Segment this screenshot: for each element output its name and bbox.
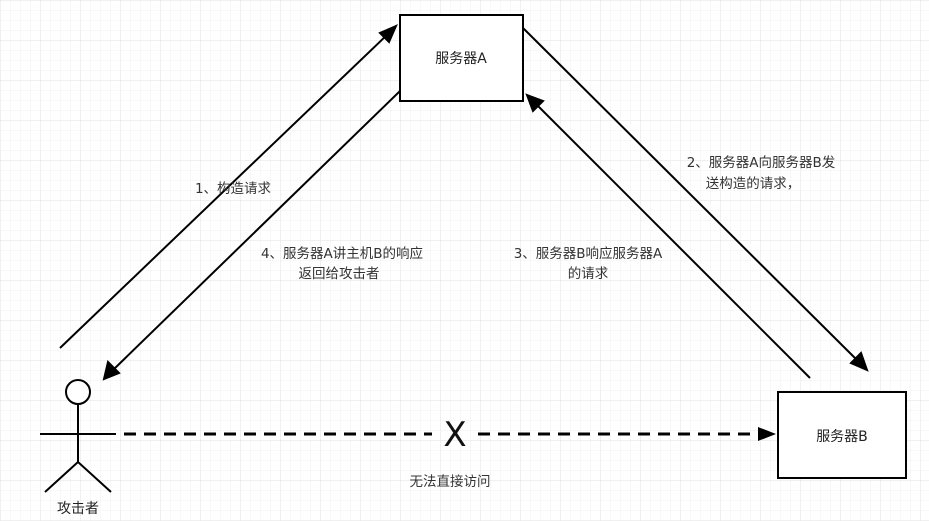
arrowhead-step3: [525, 93, 545, 113]
arrowhead-blocked: [758, 427, 776, 441]
step4-label-line2: 返回给攻击者: [299, 266, 380, 282]
step4-label-line1: 4、服务器A讲主机B的响应: [261, 245, 423, 262]
server-b-label: 服务器B: [816, 429, 868, 445]
step3-label-line1: 3、服务器B响应服务器A: [514, 245, 663, 262]
server-b-box: [777, 391, 907, 479]
arrowhead-step2: [849, 351, 869, 372]
attacker-label: 攻击者: [57, 501, 99, 517]
server-a-label: 服务器A: [435, 51, 487, 67]
edge-blocked: [124, 427, 776, 441]
attacker-head: [65, 379, 91, 405]
attacker-left-leg: [44, 461, 79, 493]
step2-label-line2: 送构造的请求，: [706, 176, 801, 192]
step2-label-line1: 2、服务器A向服务器B发: [687, 155, 836, 171]
attacker-actor[interactable]: [40, 379, 116, 493]
arrowhead-step4: [102, 360, 121, 381]
edge-step1: [59, 24, 398, 349]
step3-label-line2: 的请求: [568, 266, 609, 282]
edge-step2: [522, 27, 869, 372]
server-a-node[interactable]: 服务器A: [399, 14, 524, 102]
blocked-label: 无法直接访问: [410, 473, 491, 490]
step1-label: 1、构造请求: [195, 181, 272, 197]
server-b-node[interactable]: 服务器B: [777, 391, 907, 479]
blocked-x-mark: X: [443, 415, 466, 455]
server-a-box: [399, 14, 524, 102]
arrowhead-step1: [378, 24, 398, 44]
edge-step3: [525, 93, 811, 379]
attacker-right-leg: [77, 461, 112, 493]
edge-step4: [102, 90, 401, 381]
